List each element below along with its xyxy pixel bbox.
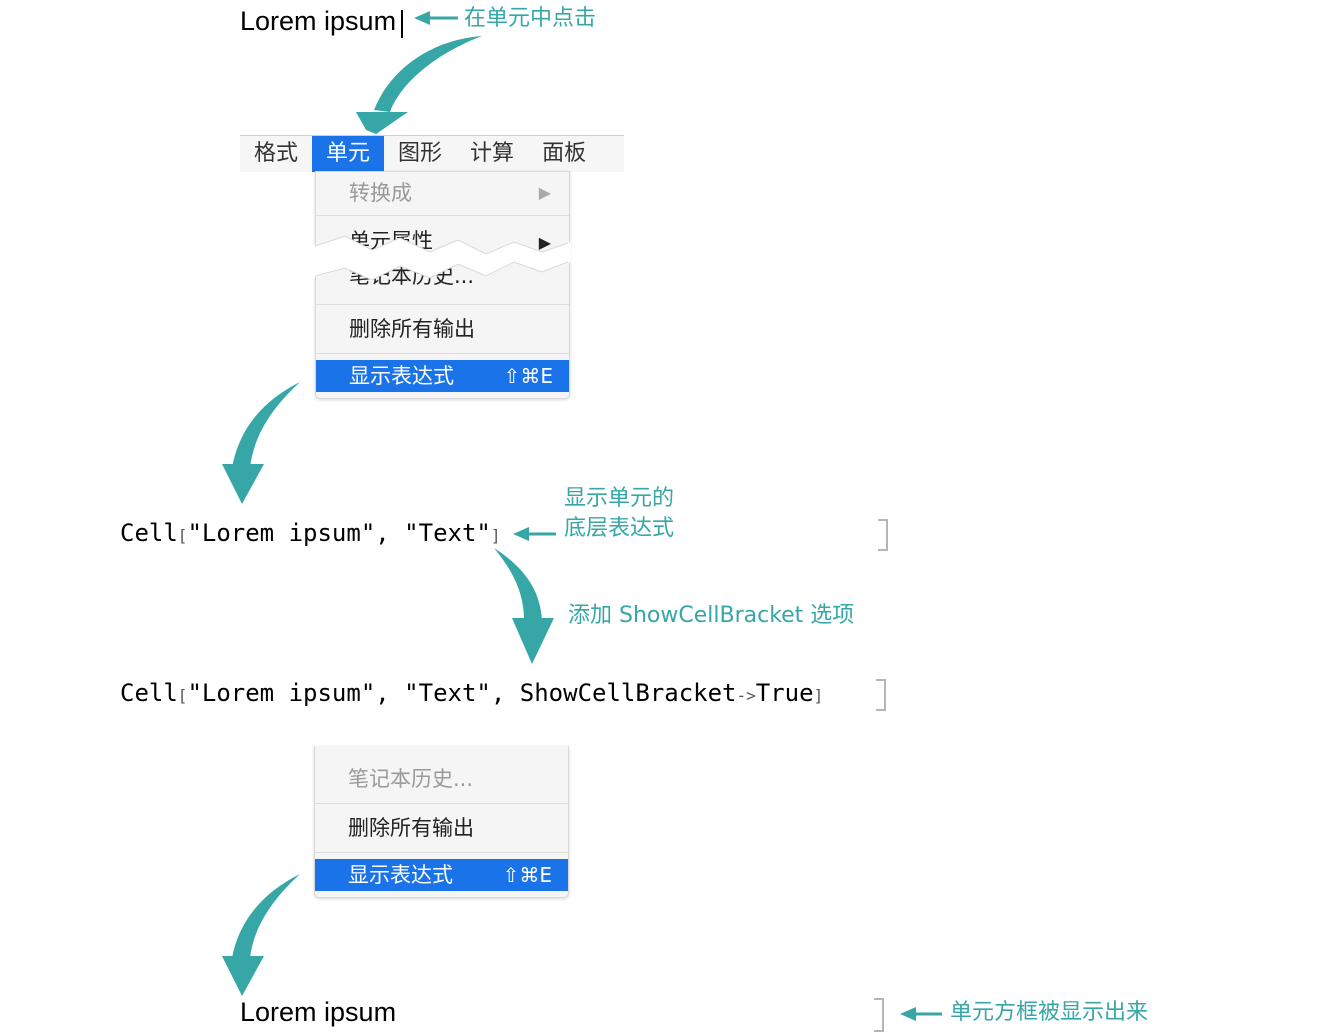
- note-bracket-shown: 单元方框被显示出来: [950, 1000, 1149, 1025]
- menu-cell[interactable]: 单元: [312, 136, 385, 172]
- menu-item-convert-to[interactable]: 转换成 ▶: [316, 172, 569, 214]
- cell-text-initial[interactable]: Lorem ipsum: [240, 6, 397, 36]
- menu-separator: [315, 852, 568, 853]
- curved-arrow-icon: [222, 874, 300, 996]
- pointer-arrow-icon: [900, 1007, 942, 1021]
- menu-separator: [316, 353, 569, 354]
- menu-item-delete-all-output[interactable]: 删除所有输出: [315, 805, 568, 851]
- shortcut-label: ⇧⌘E: [503, 364, 553, 388]
- note-show-expression-line1: 显示单元的: [564, 486, 675, 511]
- code-close-bracket: ]: [813, 686, 824, 705]
- cell-expression-code-with-option: Cell["Lorem ipsum", "Text", ShowCellBrac…: [120, 679, 823, 707]
- cell-bracket-1[interactable]: [878, 519, 888, 551]
- menu-palettes[interactable]: 面板: [542, 141, 587, 166]
- code-body: "Lorem ipsum", "Text", ShowCellBracket: [187, 679, 737, 707]
- cell-bracket-2[interactable]: [876, 679, 886, 711]
- text-caret: [401, 10, 403, 38]
- menu-item-show-expression-label: 显示表达式: [349, 364, 454, 388]
- menu-bar: 格式 单元 图形 计算 面板: [240, 135, 624, 172]
- menu-separator: [316, 215, 569, 216]
- code-head: Cell: [120, 679, 178, 707]
- pointer-arrow-icon: [513, 527, 556, 541]
- menu-item-delete-label: 删除所有输出: [349, 317, 475, 341]
- menu-item-history-label: 笔记本历史...: [348, 767, 474, 791]
- cell-bracket-3[interactable]: [874, 998, 884, 1032]
- cell-menu-dropdown-partial: 笔记本历史... 删除所有输出 显示表达式 ⇧⌘E: [314, 746, 569, 898]
- note-add-option: 添加 ShowCellBracket 选项: [568, 603, 855, 628]
- menu-item-notebook-history[interactable]: 笔记本历史...: [315, 746, 568, 802]
- code-tail: True: [755, 679, 814, 707]
- menu-item-show-expression[interactable]: 显示表达式 ⇧⌘E: [316, 360, 569, 392]
- menu-separator: [315, 803, 568, 804]
- note-show-expression-line2: 底层表达式: [564, 516, 675, 541]
- curved-arrow-icon: [494, 548, 554, 664]
- code-body: "Lorem ipsum", "Text": [187, 519, 491, 547]
- shortcut-label: ⇧⌘E: [502, 863, 552, 887]
- menu-item-show-expression-label: 显示表达式: [348, 863, 453, 887]
- cell-text-result[interactable]: Lorem ipsum: [240, 997, 397, 1027]
- code-rule-arrow: ->: [736, 686, 756, 705]
- menu-graphics[interactable]: 图形: [398, 141, 443, 166]
- menu-item-delete-all-output[interactable]: 删除所有输出: [316, 306, 569, 352]
- note-click-in-cell: 在单元中点击: [464, 6, 597, 31]
- code-open-bracket: [: [177, 526, 188, 545]
- submenu-arrow-icon: ▶: [538, 183, 551, 202]
- curved-arrow-icon: [222, 382, 300, 504]
- curved-arrow-icon: [356, 36, 482, 134]
- pointer-arrow-icon: [414, 11, 458, 25]
- menu-format[interactable]: 格式: [254, 141, 299, 166]
- code-close-bracket: ]: [490, 526, 501, 545]
- menu-item-delete-label: 删除所有输出: [348, 816, 474, 840]
- menu-separator: [316, 304, 569, 305]
- menu-item-convert-label: 转换成: [349, 181, 412, 205]
- menu-evaluation[interactable]: 计算: [470, 141, 515, 166]
- code-open-bracket: [: [177, 686, 188, 705]
- cell-expression-code: Cell["Lorem ipsum", "Text"]: [120, 519, 501, 547]
- menu-item-show-expression[interactable]: 显示表达式 ⇧⌘E: [315, 859, 568, 891]
- code-head: Cell: [120, 519, 178, 547]
